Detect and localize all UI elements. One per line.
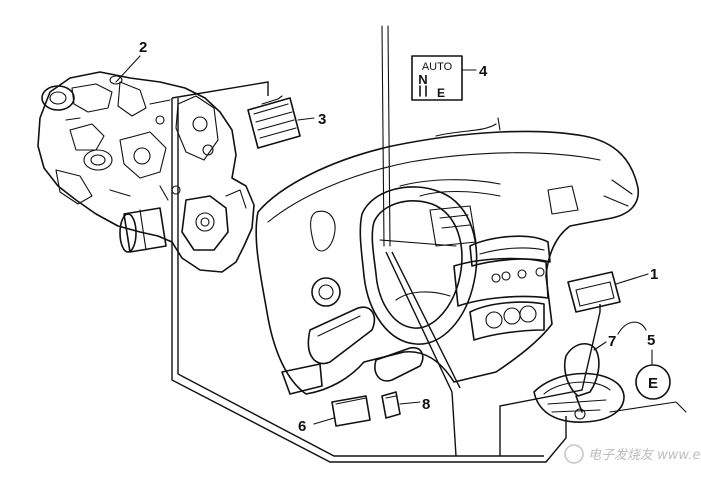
indicator-auto-text: AUTO <box>422 61 453 73</box>
mode-indicator-4 <box>411 55 463 101</box>
steering-wheel <box>359 117 501 345</box>
gearbox-assembly <box>37 71 255 273</box>
switch-6 <box>331 395 371 427</box>
control-module-3 <box>247 95 301 149</box>
e-button-letter: E <box>648 375 658 392</box>
wiring-harness <box>171 81 601 463</box>
callout-6: 6 <box>298 418 306 435</box>
callout-4: 4 <box>479 63 488 80</box>
callout-5: 5 <box>647 332 655 349</box>
dashboard <box>255 130 639 395</box>
indicator-n-text: N <box>418 72 427 87</box>
callout-1: 1 <box>650 266 658 283</box>
e-button-5 <box>635 364 671 400</box>
gear-selector-7 <box>533 321 687 423</box>
callout-7: 7 <box>608 333 616 350</box>
watermark-text: 电子发烧友 www.elecfans.com <box>588 448 701 463</box>
leader-lines <box>115 25 653 425</box>
switch-8 <box>381 391 401 419</box>
unit-1 <box>567 271 621 313</box>
callout-8: 8 <box>422 396 430 413</box>
callout-3: 3 <box>318 111 326 128</box>
watermark: 电子发烧友 www.elecfans.com <box>564 444 701 464</box>
indicator-e-text: E <box>437 86 445 100</box>
callout-2: 2 <box>139 39 147 56</box>
